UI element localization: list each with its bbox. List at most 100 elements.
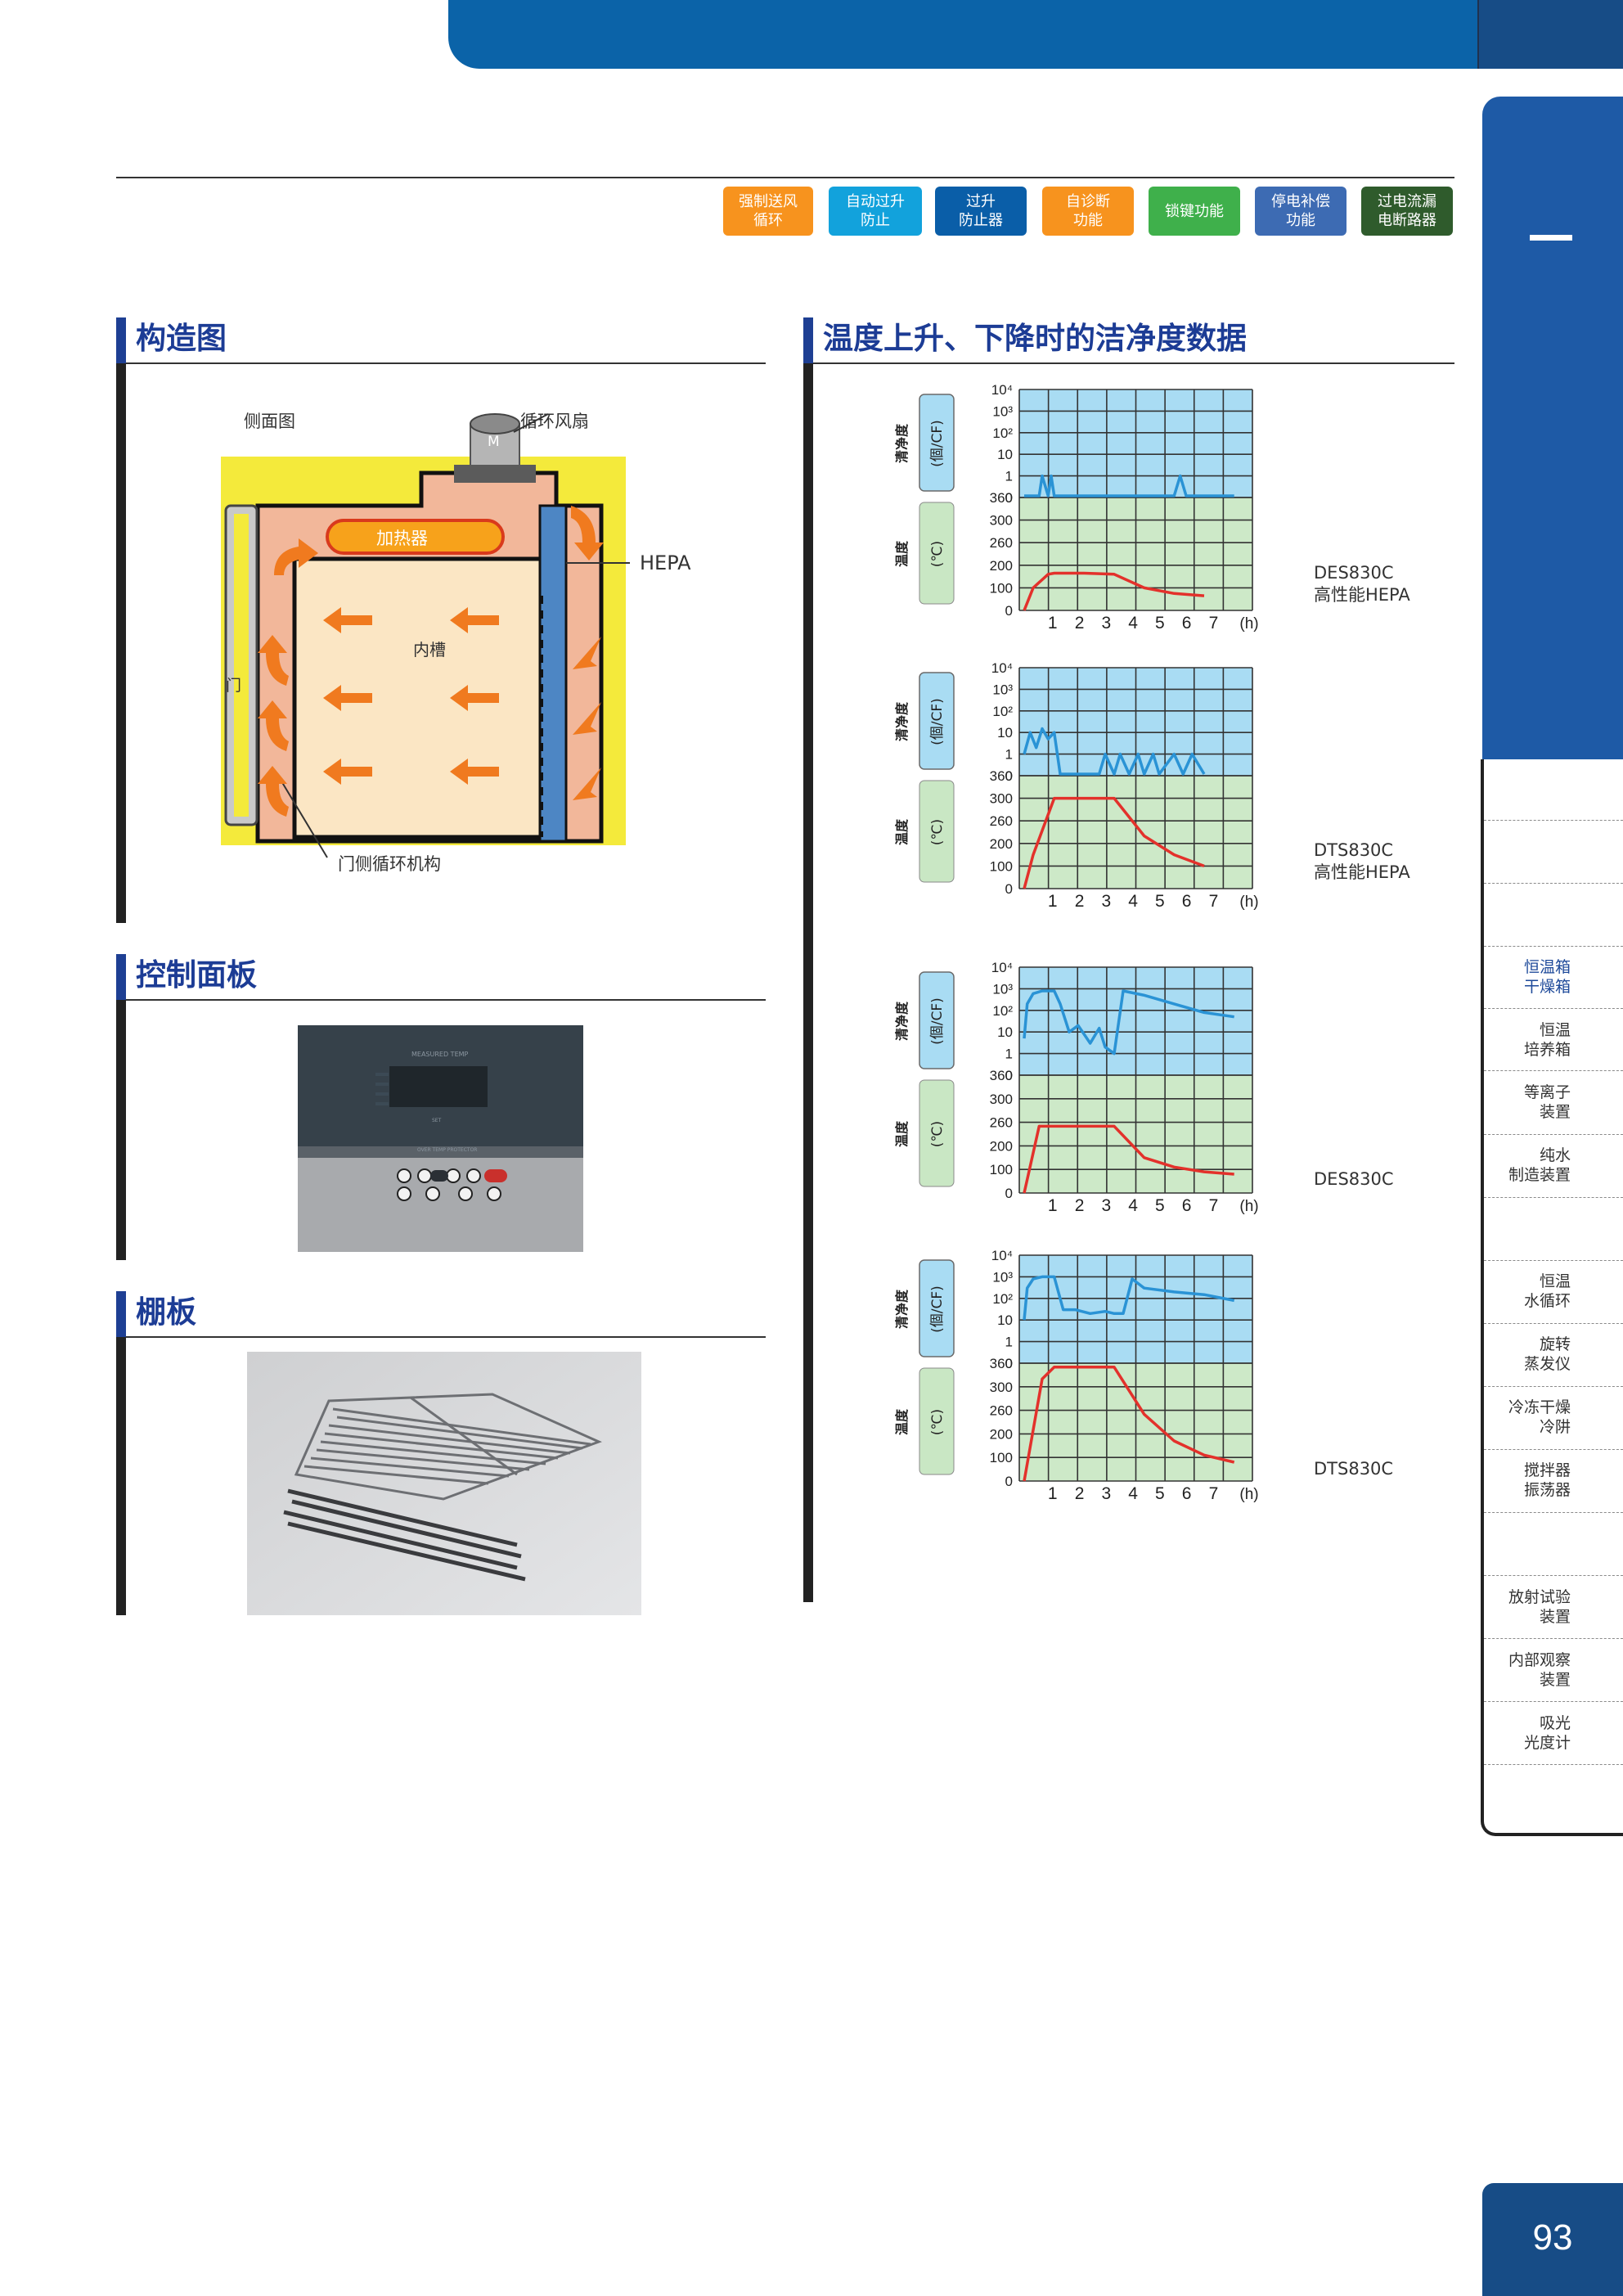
clean-tick-label: 0	[1005, 490, 1013, 506]
clean-tick-label: 10	[997, 447, 1013, 462]
sidebar-divider	[1484, 1701, 1623, 1702]
section-title-control: 控制面板	[136, 957, 257, 993]
x-tick-label: 6	[1182, 614, 1192, 633]
sidebar-item-incubator-dryer[interactable]: 恒温箱 干燥箱	[1523, 958, 1571, 996]
clean-tick-label: 10	[997, 1312, 1013, 1328]
sidebar-divider	[1484, 1764, 1623, 1765]
section-title-cleanliness: 温度上升、下降时的洁净度数据	[823, 321, 1247, 356]
x-tick-label: 7	[1209, 614, 1219, 633]
clean-tick-label: 10⁴	[991, 1248, 1013, 1263]
sidebar-divider	[1484, 1449, 1623, 1450]
sidebar-frame	[1481, 759, 1623, 1836]
hepa-label: HEPA	[640, 551, 691, 574]
temp-tick-label: 260	[990, 535, 1013, 551]
panel-set-label: SET	[432, 1118, 442, 1123]
sidebar-item-photometer[interactable]: 吸光 光度计	[1523, 1714, 1571, 1752]
section-rule	[813, 362, 1454, 364]
sidebar-divider	[1484, 820, 1623, 821]
cleanliness-chart-2: 清净度(個/CF)温度(℃)10⁴10³10²10103603002602001…	[894, 660, 1259, 911]
clean-tick-label: 0	[1005, 1068, 1013, 1083]
sidebar-item-pure-water[interactable]: 纯水 制造装置	[1508, 1146, 1571, 1184]
feature-badge-forced-air: 强制送风 循环	[723, 187, 813, 236]
sidebar-item-radiation[interactable]: 放射试验 装置	[1508, 1588, 1571, 1626]
x-tick-label: 7	[1209, 1484, 1219, 1503]
x-unit-label: (h)	[1239, 1198, 1258, 1215]
chapter-mark-icon	[1530, 235, 1572, 241]
sidebar-item-incubator[interactable]: 恒温 培养箱	[1523, 1021, 1571, 1059]
feature-badge-key-lock: 锁键功能	[1149, 187, 1240, 236]
sidebar-item-inspection[interactable]: 内部观察 装置	[1508, 1651, 1571, 1689]
temp-tick-label: 0	[1005, 1474, 1013, 1489]
clean-tick-label: 10	[997, 725, 1013, 741]
clean-tick-label: 0	[1005, 768, 1013, 784]
shelf-photo	[247, 1352, 641, 1615]
temperature-series-line	[1023, 1124, 1234, 1194]
x-tick-label: 4	[1128, 892, 1138, 911]
sidebar-item-water-circulator[interactable]: 恒温 水循环	[1523, 1272, 1571, 1310]
temp-axis-label: 温度	[894, 1120, 910, 1148]
x-tick-label: 5	[1155, 614, 1165, 633]
sidebar-divider	[1484, 1512, 1623, 1513]
section-side-bar	[116, 1000, 126, 1260]
x-tick-label: 3	[1101, 1484, 1111, 1503]
temp-tick-label: 0	[1005, 603, 1013, 619]
section-rule	[126, 999, 766, 1001]
temp-label-box	[919, 1367, 955, 1475]
temp-axis-unit: (℃)	[929, 819, 946, 845]
sidebar-item-plasma[interactable]: 等离子 装置	[1523, 1083, 1571, 1121]
side-view-label: 侧面图	[244, 412, 295, 431]
clean-tick-label: 10³	[992, 1269, 1013, 1285]
temp-tick-label: 260	[990, 1403, 1013, 1419]
clean-tick-label: 10⁴	[991, 960, 1013, 975]
fan-label: 循环风扇	[520, 412, 589, 431]
clean-axis-unit: (個/CF)	[929, 420, 946, 467]
section-side-bar	[116, 363, 126, 923]
x-tick-label: 2	[1075, 614, 1085, 633]
temp-tick-label: 300	[990, 1380, 1013, 1395]
x-tick-label: 5	[1155, 1196, 1165, 1215]
chart-caption-4: DTS830C	[1314, 1459, 1394, 1479]
cleanliness-series-line	[1024, 474, 1234, 497]
feature-badge-self-diagnosis: 自诊断 功能	[1042, 187, 1134, 236]
feature-badge-auto-overheat: 自动过升 防止	[829, 187, 922, 236]
sidebar-item-freeze-dryer[interactable]: 冷冻干燥 冷阱	[1508, 1398, 1571, 1436]
section-marker	[116, 317, 126, 363]
clean-tick-label: 10³	[992, 981, 1013, 997]
temp-tick-label: 300	[990, 1092, 1013, 1107]
temp-tick-label: 0	[1005, 1186, 1013, 1201]
temp-tick-label: 100	[990, 1450, 1013, 1465]
temp-tick-label: 360	[990, 768, 1013, 784]
x-tick-label: 4	[1128, 1484, 1138, 1503]
clean-axis-unit: (個/CF)	[929, 698, 946, 745]
temp-tick-label: 260	[990, 813, 1013, 829]
cleanliness-chart-3: 清净度(個/CF)温度(℃)10⁴10³10²10103603002602001…	[894, 960, 1259, 1215]
section-title-shelf: 棚板	[136, 1294, 196, 1330]
structure-diagram	[221, 413, 630, 858]
x-tick-label: 4	[1128, 614, 1138, 633]
control-panel-photo	[298, 1025, 583, 1252]
clean-axis-label: 清净度	[894, 423, 910, 463]
temperature-series-line	[1023, 571, 1205, 611]
sidebar-divider	[1484, 883, 1623, 884]
clean-tick-label: 10⁴	[991, 382, 1013, 398]
temp-tick-label: 300	[990, 513, 1013, 529]
sidebar-item-stirrer[interactable]: 搅拌器 振荡器	[1523, 1461, 1571, 1499]
sidebar-divider	[1484, 1070, 1623, 1071]
sidebar-item-rotary-evaporator[interactable]: 旋转 蒸发仪	[1523, 1335, 1571, 1373]
section-side-bar	[803, 363, 813, 1602]
door-mechanism-label: 门侧循环机构	[338, 854, 441, 874]
temp-tick-label: 200	[990, 558, 1013, 574]
x-tick-label: 3	[1101, 614, 1111, 633]
sidebar-divider	[1484, 1197, 1623, 1198]
temp-tick-label: 360	[990, 1068, 1013, 1083]
top-banner	[448, 0, 1479, 69]
temp-axis-label: 温度	[894, 818, 910, 846]
temperature-series-line	[1023, 1366, 1235, 1482]
clean-tick-label: 10³	[992, 403, 1013, 419]
clean-label-box	[919, 672, 955, 770]
sidebar-divider	[1484, 1386, 1623, 1387]
clean-axis-label: 清净度	[894, 701, 910, 741]
x-tick-label: 4	[1128, 1196, 1138, 1215]
temp-tick-label: 200	[990, 836, 1013, 852]
feature-badge-power-failure: 停电补偿 功能	[1255, 187, 1347, 236]
